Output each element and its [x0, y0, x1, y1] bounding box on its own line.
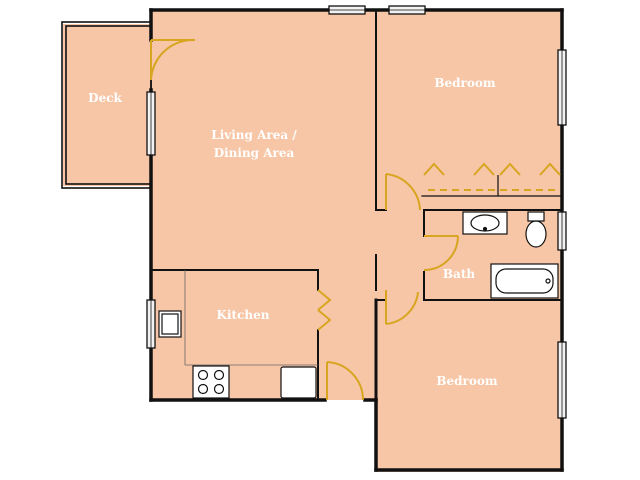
faucet: [482, 226, 488, 232]
main-floor: [151, 10, 376, 400]
doors: [150, 38, 459, 401]
kitchen-sink-basin: [161, 313, 179, 335]
label-bath: Bath: [443, 267, 475, 281]
door-deck: [150, 38, 196, 81]
label-kitchen: Kitchen: [217, 308, 270, 322]
label-bedroom-bottom: Bedroom: [436, 374, 497, 388]
exterior-walls: [149, 8, 564, 472]
tub-drain: [545, 278, 551, 284]
door-bedroom-top: [385, 173, 421, 211]
label-living-line1: Living Area /: [211, 128, 297, 142]
refrigerator: [280, 366, 317, 399]
window-glass-lines: [150, 9, 563, 418]
kitchen-fixtures: [158, 270, 318, 399]
toilet-tank: [527, 211, 545, 222]
door-bath: [423, 235, 459, 271]
burner: [213, 383, 225, 395]
door-bedroom-bottom: [385, 290, 419, 325]
label-deck: Deck: [88, 91, 122, 105]
toilet-bowl: [525, 220, 547, 248]
burner: [213, 369, 225, 381]
bath-fixtures: [462, 211, 559, 299]
burner: [197, 369, 209, 381]
bathtub-inner: [495, 268, 554, 294]
stove: [192, 365, 230, 399]
room-labels: Deck Living Area / Dining Area Bedroom B…: [88, 76, 498, 388]
door-entry: [326, 361, 365, 401]
deck-floor: [63, 24, 151, 186]
corridor-floor: [355, 300, 377, 400]
door-kitchen-closet: [317, 289, 332, 331]
label-living-line2: Dining Area: [214, 146, 295, 160]
label-bedroom-top: Bedroom: [434, 76, 495, 90]
closet-doors: [423, 162, 561, 196]
burner: [197, 383, 209, 395]
